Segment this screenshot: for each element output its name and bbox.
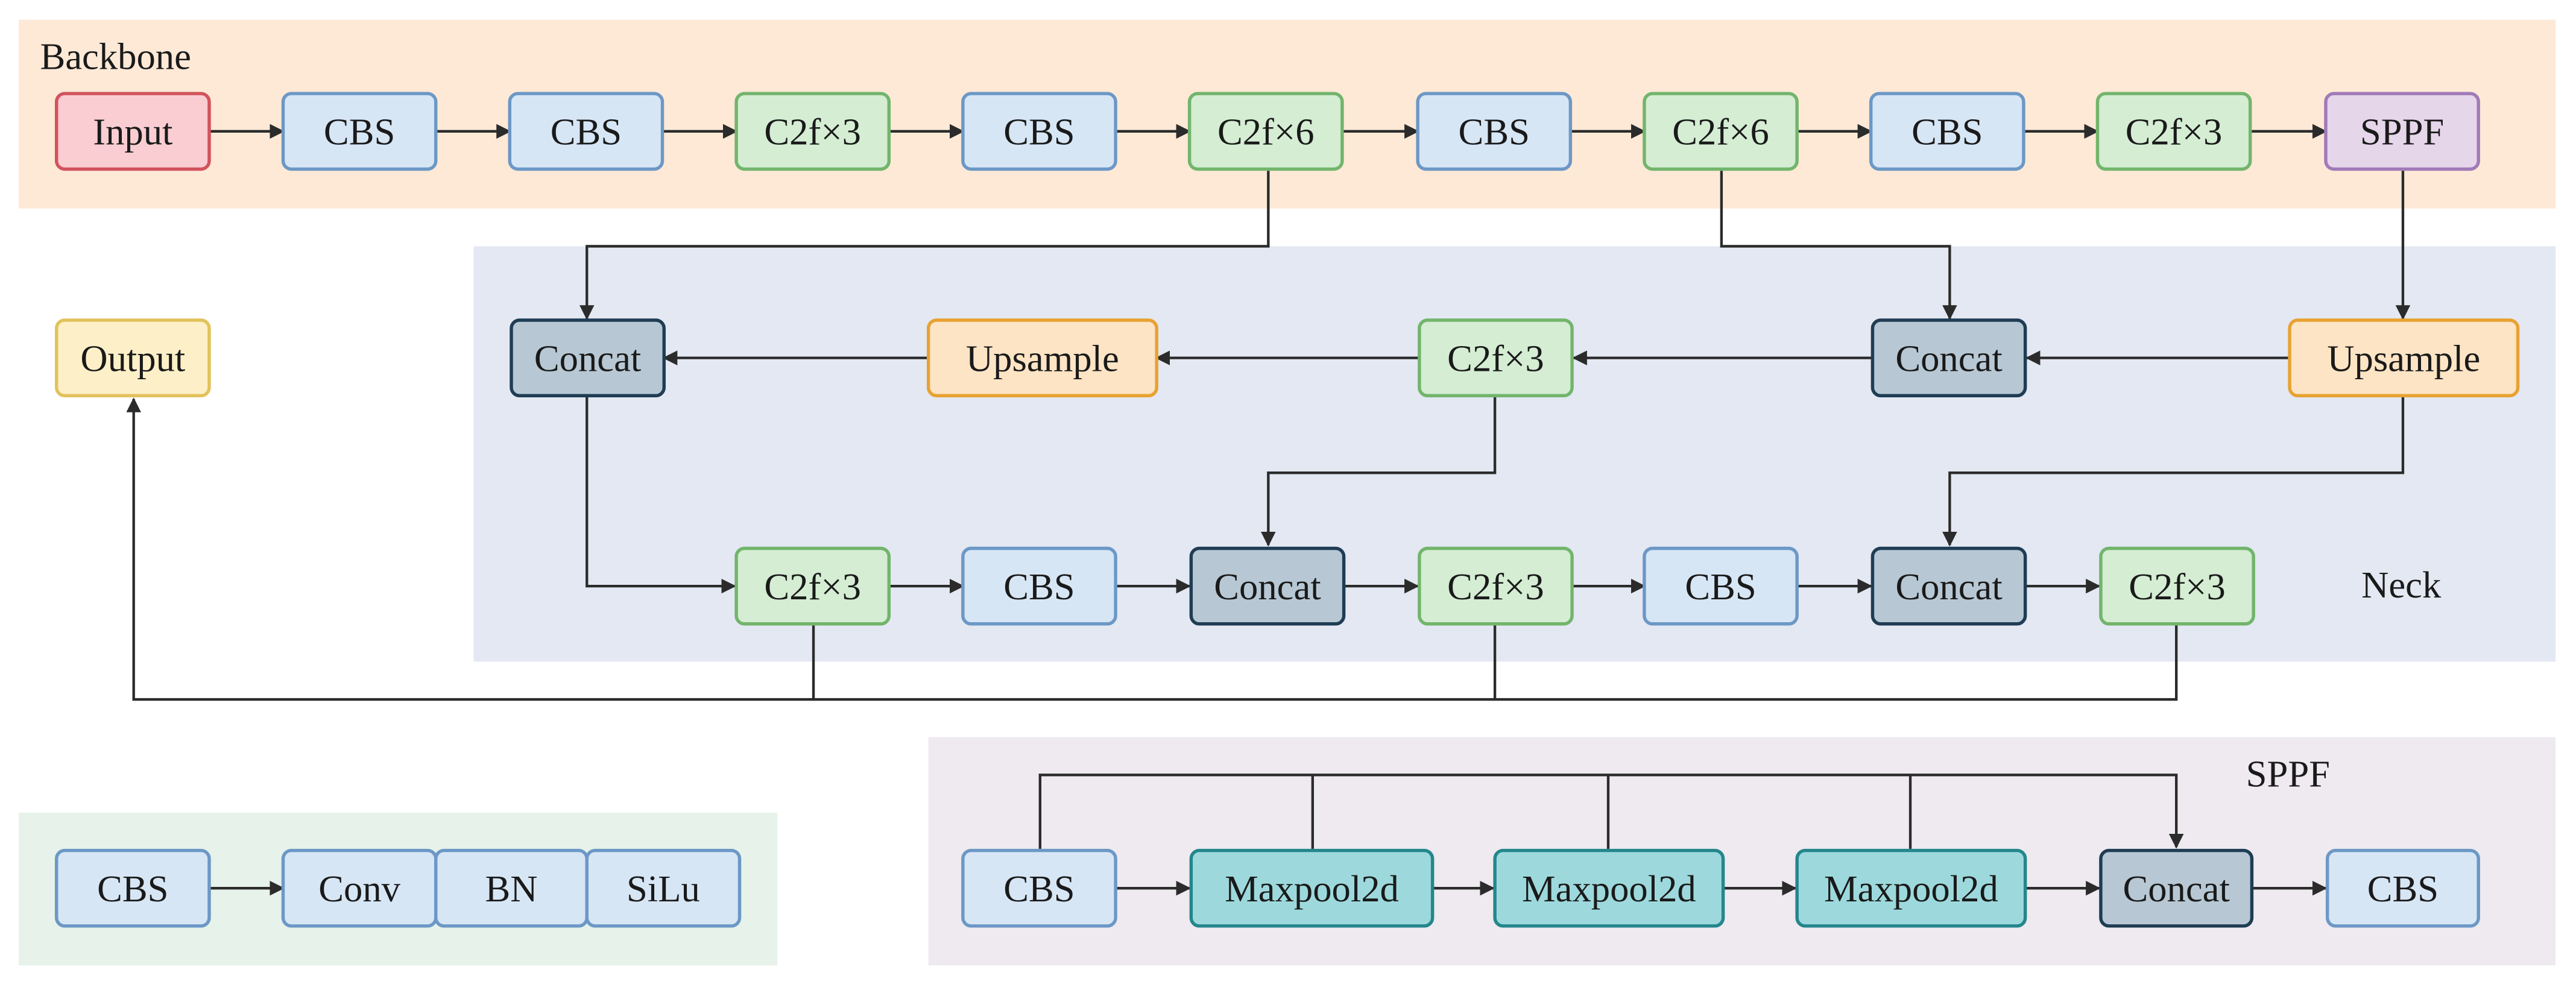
svg-text:SiLu: SiLu [627, 868, 700, 910]
node-backbone-c2f-2: C2f×6 [1187, 92, 1344, 171]
node-neck-concat-4: Concat [1870, 546, 2027, 626]
svg-text:Concat: Concat [1895, 566, 2003, 608]
svg-text:Concat: Concat [1214, 566, 1321, 608]
node-neck-concat-3: Concat [1189, 546, 1346, 626]
node-legend-conv: Conv [281, 848, 438, 928]
node-backbone-cbs-1: CBS [281, 92, 438, 171]
node-input: Input [54, 92, 211, 171]
svg-text:Maxpool2d: Maxpool2d [1824, 868, 1998, 910]
node-backbone-c2f-4: C2f×3 [2095, 92, 2252, 171]
svg-text:CBS: CBS [551, 111, 622, 153]
neck-label: Neck [2361, 564, 2442, 606]
node-backbone-sppf: SPPF [2324, 92, 2480, 171]
node-backbone-cbs-5: CBS [1869, 92, 2025, 171]
edges [126, 124, 2411, 896]
node-backbone-c2f-1: C2f×3 [734, 92, 891, 171]
svg-text:Concat: Concat [2123, 868, 2230, 910]
node-legend-silu: SiLu [585, 848, 742, 928]
svg-text:Conv: Conv [318, 868, 400, 910]
node-neck-c2f-1: C2f×3 [1418, 318, 1574, 397]
node-neck-upsample-2: Upsample [2288, 318, 2520, 397]
node-neck-cbs-1: CBS [961, 546, 1117, 626]
node-sppf-maxpool-2: Maxpool2d [1493, 848, 1725, 928]
svg-text:Output: Output [80, 337, 186, 379]
svg-text:Upsample: Upsample [2327, 337, 2480, 379]
svg-text:Concat: Concat [1895, 337, 2003, 379]
node-neck-concat-1: Concat [510, 318, 666, 397]
backbone-label: Backbone [40, 35, 191, 77]
svg-text:C2f×3: C2f×3 [1447, 337, 1544, 379]
node-neck-concat-2: Concat [1870, 318, 2027, 397]
node-neck-c2f-2: C2f×3 [734, 546, 891, 626]
node-neck-c2f-3: C2f×3 [1418, 546, 1574, 626]
node-backbone-cbs-3: CBS [961, 92, 1117, 171]
node-output: Output [54, 318, 211, 397]
sppf-label: SPPF [2246, 752, 2330, 795]
node-neck-c2f-4: C2f×3 [2099, 546, 2255, 626]
node-sppf-concat: Concat [2099, 848, 2254, 928]
svg-text:C2f×6: C2f×6 [1672, 111, 1769, 153]
svg-text:CBS: CBS [1003, 111, 1075, 153]
node-sppf-cbs-2: CBS [2325, 848, 2480, 928]
svg-text:C2f×3: C2f×3 [1447, 566, 1544, 608]
svg-text:C2f×3: C2f×3 [2129, 566, 2226, 608]
svg-text:CBS: CBS [1459, 111, 1530, 153]
svg-text:Upsample: Upsample [966, 337, 1119, 379]
node-sppf-maxpool-3: Maxpool2d [1795, 848, 2027, 928]
svg-text:CBS: CBS [1911, 111, 1983, 153]
node-neck-upsample-1: Upsample [926, 318, 1158, 397]
svg-text:CBS: CBS [97, 868, 168, 910]
svg-text:Maxpool2d: Maxpool2d [1522, 868, 1696, 910]
svg-text:C2f×6: C2f×6 [1217, 111, 1315, 153]
svg-text:Concat: Concat [534, 337, 642, 379]
svg-text:CBS: CBS [1003, 868, 1075, 910]
node-legend-cbs: CBS [54, 848, 211, 928]
svg-text:C2f×3: C2f×3 [2126, 111, 2223, 153]
node-sppf-cbs-1: CBS [961, 848, 1117, 928]
node-legend-bn: BN [434, 848, 589, 928]
svg-text:Maxpool2d: Maxpool2d [1225, 868, 1399, 910]
svg-text:CBS: CBS [324, 111, 395, 153]
svg-text:CBS: CBS [2367, 868, 2439, 910]
node-neck-cbs-2: CBS [1643, 546, 1799, 626]
svg-text:SPPF: SPPF [2360, 111, 2444, 153]
svg-text:C2f×3: C2f×3 [764, 111, 861, 153]
svg-text:C2f×3: C2f×3 [764, 566, 861, 608]
node-sppf-maxpool-1: Maxpool2d [1189, 848, 1435, 928]
node-backbone-cbs-4: CBS [1416, 92, 1573, 171]
svg-text:Input: Input [93, 111, 173, 153]
svg-text:CBS: CBS [1685, 566, 1756, 608]
svg-text:BN: BN [485, 868, 537, 910]
node-backbone-cbs-2: CBS [508, 92, 665, 171]
node-backbone-c2f-3: C2f×6 [1643, 92, 1799, 171]
svg-text:CBS: CBS [1003, 566, 1075, 608]
